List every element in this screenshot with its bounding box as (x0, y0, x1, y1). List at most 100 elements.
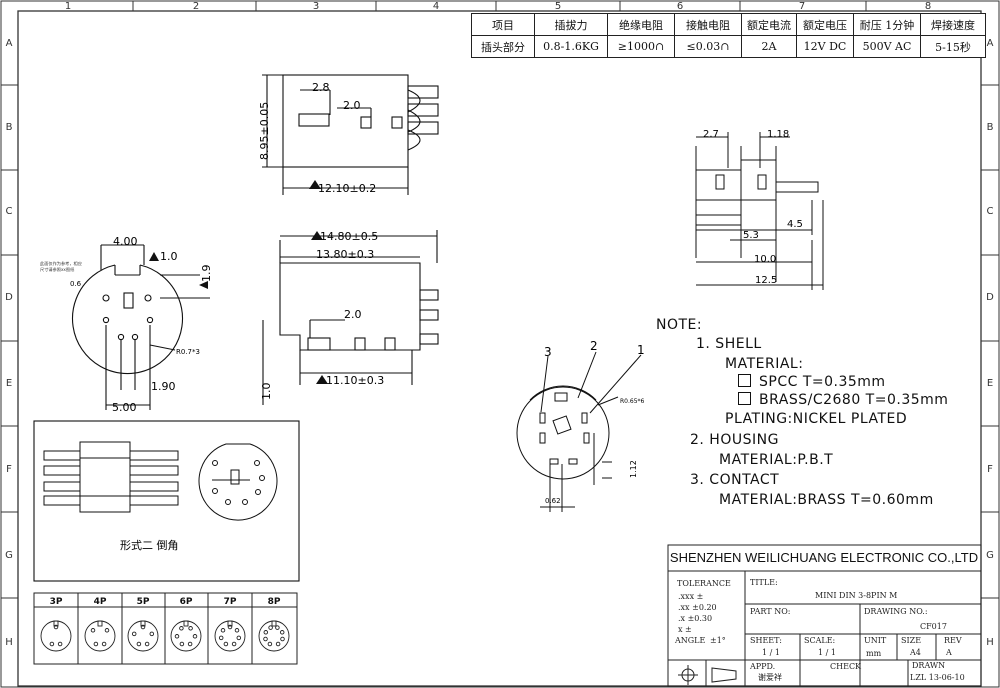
note-brass: BRASS/C2680 T=0.35mm (738, 392, 948, 408)
spec-value-row: 插头部分 0.8-1.6KG ≥1000∩ ≤0.03∩ 2A 12V DC 5… (471, 35, 986, 58)
pin-variant-icon (127, 620, 159, 652)
column-label: 7 (799, 1, 805, 12)
pin-width-dim: 0.62 (545, 497, 561, 505)
row-label: C (6, 206, 13, 217)
pin-number-2: 2 (590, 339, 598, 353)
top-view-width1-dim: 2.8 (312, 81, 330, 94)
tolerance-row: .xxx ± (678, 592, 704, 601)
drawn-label: DRAWN (912, 661, 946, 670)
check-label: CHECK (830, 662, 862, 671)
pin-variant-icon (214, 620, 246, 652)
chamfer-front-view (198, 443, 278, 521)
pin-variant-label: 6P (180, 597, 193, 607)
column-label: 8 (925, 1, 931, 12)
unit-value: mm (866, 649, 882, 658)
spec-header-cell: 绝缘电阻 (607, 13, 675, 36)
side-body-dim: 13.80±0.3 (316, 248, 374, 261)
pin-variant-icon (40, 620, 72, 652)
front-key-dim: 1.0 (160, 250, 178, 263)
column-label: 4 (433, 1, 439, 12)
front-radius-dim: R0.7*3 (176, 348, 200, 356)
spec-header-cell: 额定电流 (741, 13, 797, 36)
drawing-no-value: CF017 (920, 622, 947, 631)
size-label: SIZE (901, 636, 922, 645)
scale-label: SCALE: (804, 636, 836, 645)
rev-label: REV (944, 636, 962, 645)
row-label: E (987, 378, 993, 389)
top-view (262, 74, 439, 195)
tolerance-label: TOLERANCE (677, 579, 731, 588)
front-height-dim: 1.9 (200, 265, 213, 283)
note-spcc: SPCC T=0.35mm (738, 374, 886, 390)
row-label: C (987, 206, 994, 217)
pin-variant-label: 3P (50, 597, 63, 607)
pin-variant-label: 5P (137, 597, 150, 607)
tolerance-row: .x ±0.30 (678, 614, 713, 623)
spec-value-cell: 0.8-1.6KG (534, 35, 608, 58)
note-plating: PLATING:NICKEL PLATED (725, 411, 908, 427)
chamfer-variant-box (33, 420, 300, 582)
right-b-dim: 1.18 (767, 129, 789, 140)
size-value: A4 (910, 648, 921, 657)
pin-radius-dim: R0.65*6 (620, 398, 645, 405)
spec-header-cell: 耐压 1分钟 (853, 13, 921, 36)
spec-value-cell: 500V AC (853, 35, 921, 58)
right-a-dim: 2.7 (703, 129, 719, 140)
angle-value: ±1° (710, 636, 726, 645)
spec-header-cell: 焊接速度 (920, 13, 986, 36)
spec-value-cell: 12V DC (796, 35, 854, 58)
drawn-value: LZL 13-06-10 (910, 673, 965, 682)
spec-value-cell: ≥1000∩ (607, 35, 675, 58)
pin-variant-icon (84, 620, 116, 652)
pin-offset-dim: 1.12 (629, 460, 638, 478)
title-label: TITLE: (750, 578, 778, 587)
spec-value-cell: ≤0.03∩ (674, 35, 742, 58)
front-hole-dim: 0.6 (70, 280, 82, 288)
row-label: H (986, 637, 994, 648)
front-view (71, 244, 210, 410)
side-base-dim: 11.10±0.3 (326, 374, 384, 387)
side-view (262, 230, 439, 405)
row-label: B (6, 122, 13, 133)
top-view-height-dim: 8.95±0.05 (258, 102, 271, 160)
scale-value: 1 / 1 (818, 648, 836, 657)
pin-variants-strip (33, 592, 298, 665)
row-label: D (5, 292, 13, 303)
company-name: SHENZHEN WEILICHUANG ELECTRONIC CO.,LTD (669, 550, 979, 565)
note-housing-material: MATERIAL:P.B.T (719, 452, 834, 468)
spec-table: 项目 插拔力 绝缘电阻 接触电阻 额定电流 额定电压 耐压 1分钟 焊接速度 插… (471, 13, 986, 58)
front-pitch2-dim: 5.00 (112, 401, 137, 414)
side-height-dim: 1.0 (260, 383, 273, 401)
top-view-width2-dim: 2.0 (343, 99, 361, 112)
front-pitch1-dim: 1.90 (151, 380, 176, 393)
row-label: H (5, 637, 13, 648)
spec-value-cell: 2A (741, 35, 797, 58)
spec-header-cell: 插拔力 (534, 13, 608, 36)
row-label: A (987, 38, 994, 49)
column-label: 3 (313, 1, 319, 12)
right-f-dim: 12.5 (755, 275, 777, 286)
right-e-dim: 10.0 (754, 254, 776, 265)
rev-value: A (946, 648, 952, 657)
spec-header-cell: 额定电压 (796, 13, 854, 36)
row-label: A (6, 38, 13, 49)
title-block (667, 544, 982, 687)
angle-label: ANGLE (675, 636, 706, 645)
front-width-dim: 4.00 (113, 235, 138, 248)
spec-header-row: 项目 插拔力 绝缘电阻 接触电阻 额定电流 额定电压 耐压 1分钟 焊接速度 (471, 13, 986, 36)
column-label: 6 (677, 1, 683, 12)
sheet-label: SHEET: (750, 636, 782, 645)
title-value: MINI DIN 3-8PIN M (815, 591, 898, 600)
tolerance-row: x ± (678, 625, 692, 634)
pin-number-1: 1 (637, 343, 645, 357)
appd-value: 谢爱祥 (758, 673, 782, 682)
column-label: 2 (193, 1, 199, 12)
side-tab-dim: 2.0 (344, 308, 362, 321)
right-c-dim: 4.5 (787, 219, 803, 230)
front-reference-note: 此面仅作为参考，相应尺寸请参照xx图纸 (40, 260, 82, 273)
spec-value-cell: 5-15秒 (920, 35, 986, 58)
chamfer-side-view (43, 441, 179, 513)
part-no-label: PART NO: (750, 607, 791, 616)
row-label: B (987, 122, 994, 133)
